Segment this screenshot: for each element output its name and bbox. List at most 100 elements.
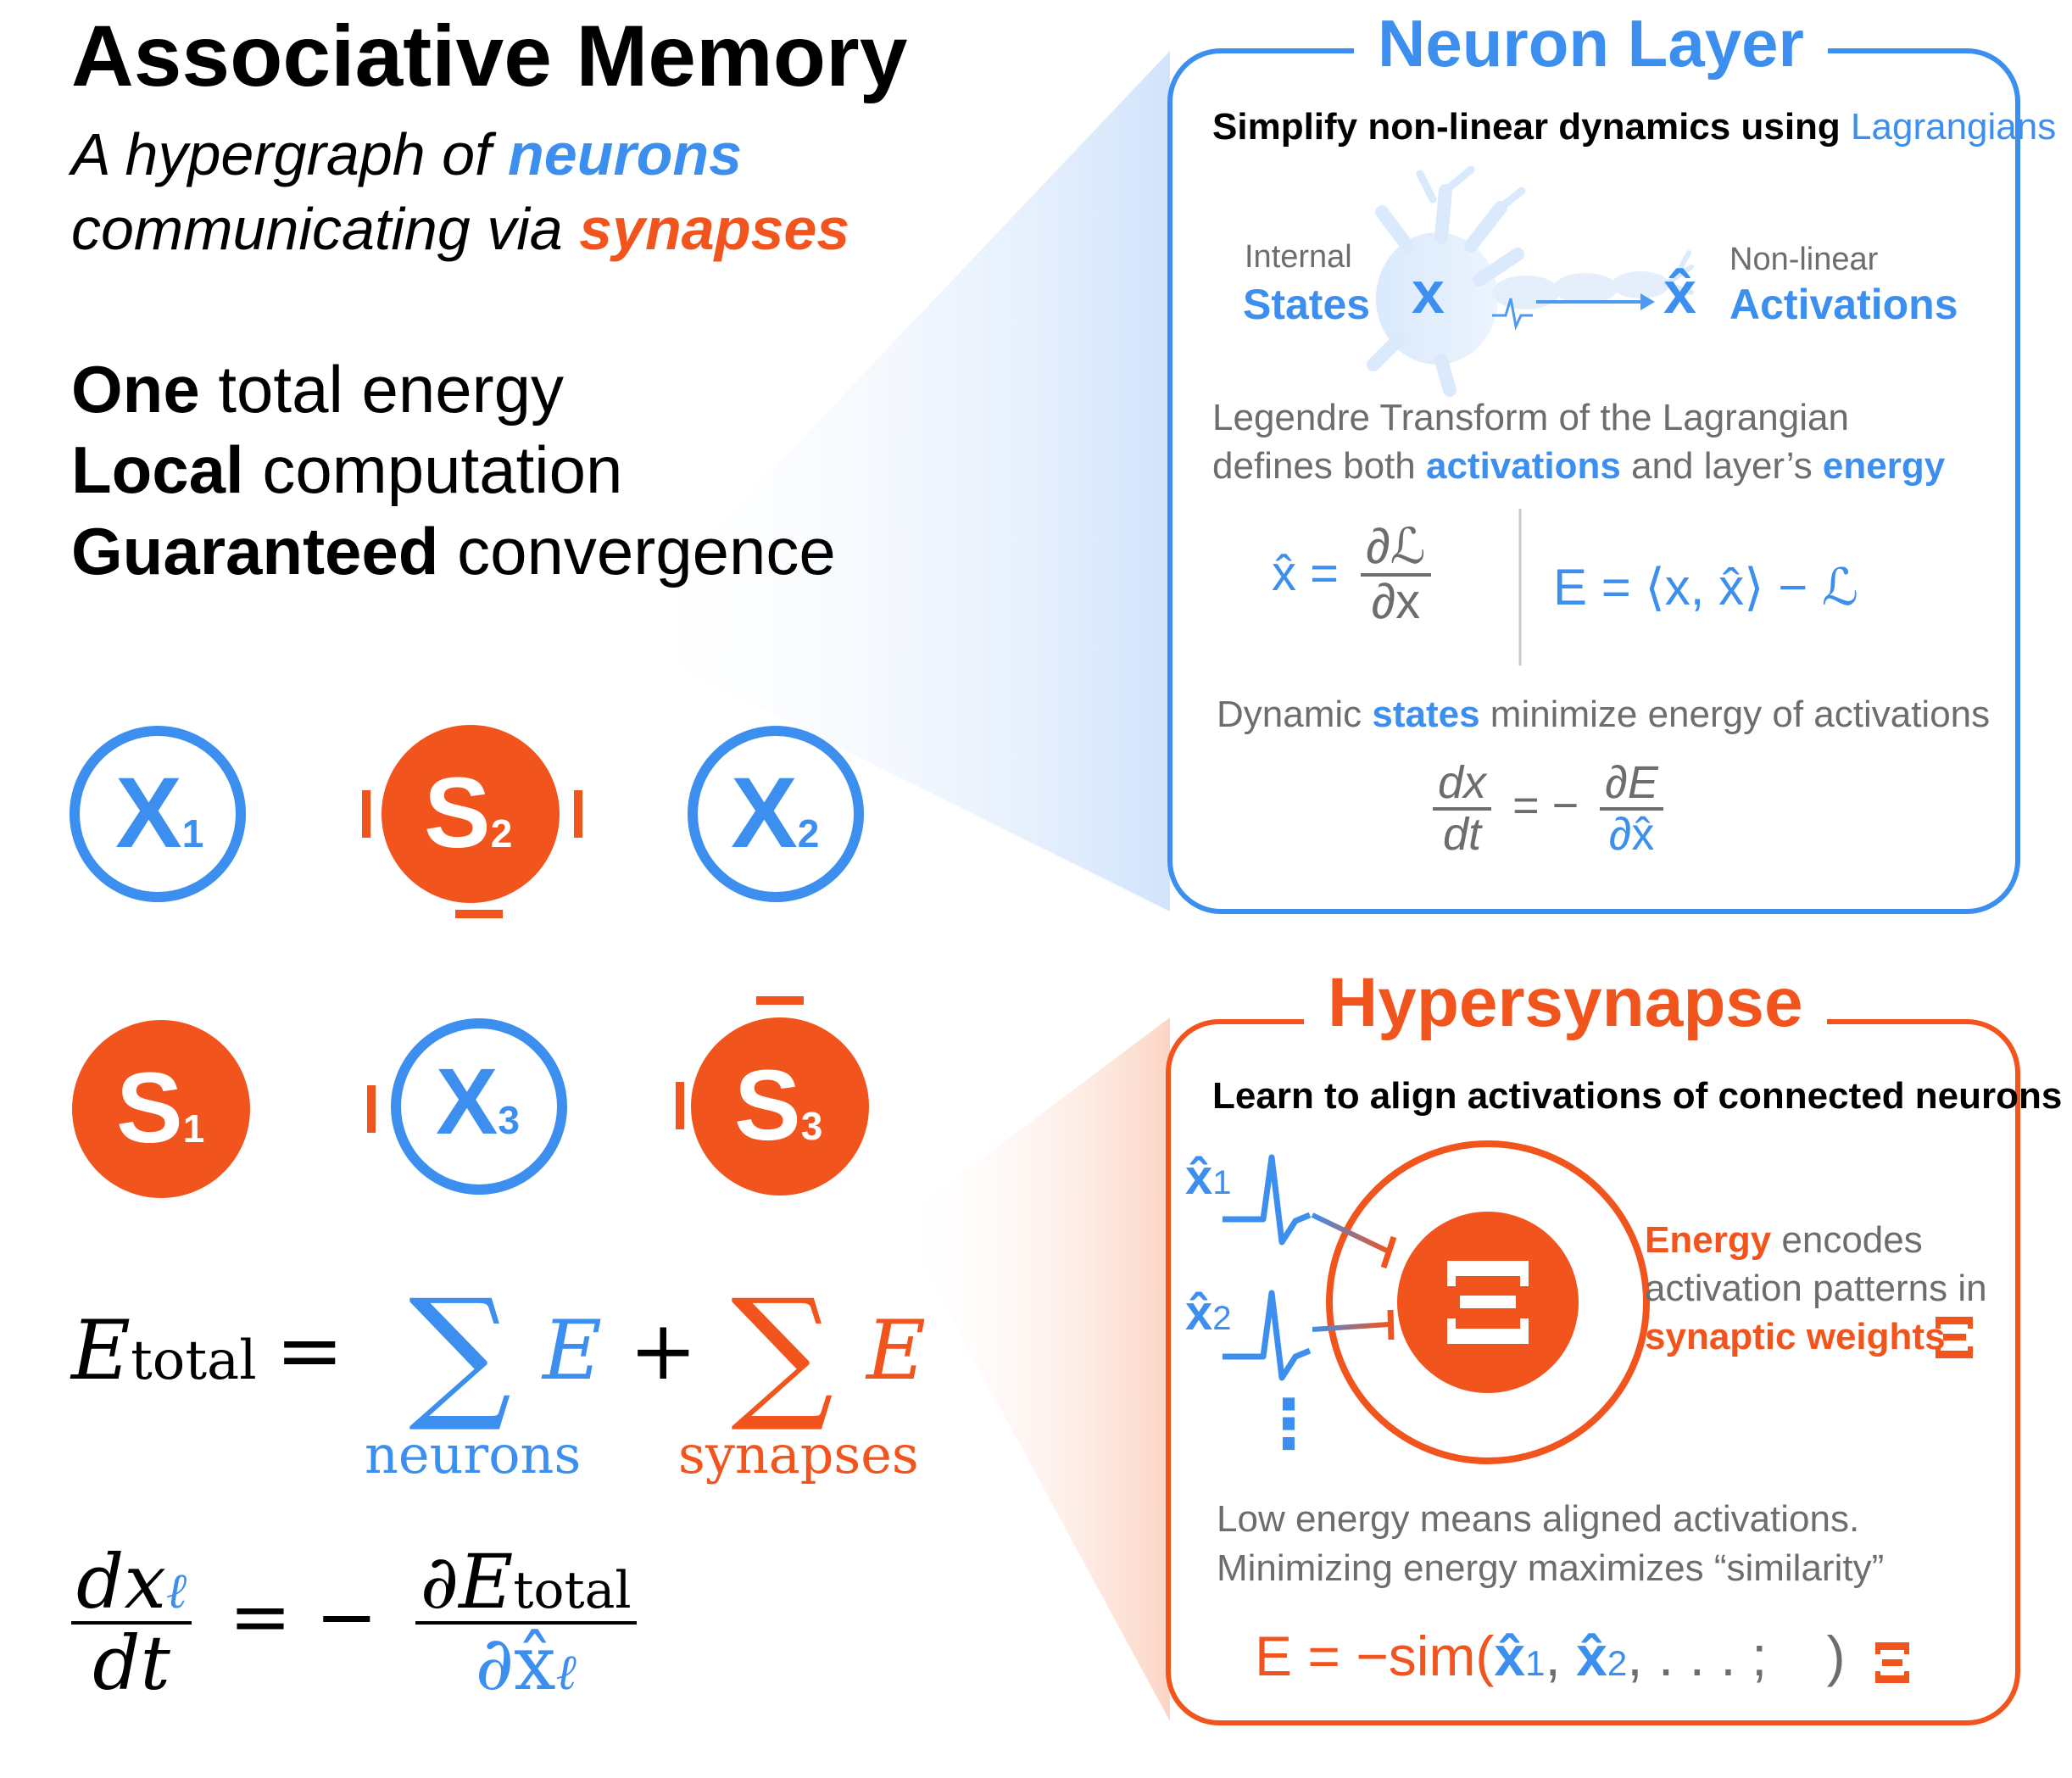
legendre-defines: defines both (1212, 445, 1426, 487)
energy-lhs-sub: total (131, 1329, 257, 1392)
sim-eq-prefix: E = −sim( (1255, 1625, 1495, 1687)
page-title: Associative Memory (71, 8, 908, 104)
node-x2-label: X2 (731, 763, 819, 863)
activation-eq-lhs: x̂ = (1272, 546, 1339, 602)
feature-guaranteed: Guaranteed convergence (71, 512, 836, 592)
state-dyn-rnum: ∂E (1605, 757, 1658, 808)
synaptic-weights: synaptic weights (1645, 1316, 1946, 1357)
spike-2 (1223, 1290, 1312, 1381)
input-x1-sub: 1 (1212, 1164, 1232, 1201)
node-x1-circle (70, 726, 246, 902)
node-s1-label: S1 (116, 1058, 204, 1158)
node-s1-circle (72, 1020, 250, 1198)
xi-small-icon (1936, 1317, 1973, 1358)
input-x1-symbol: x̂ (1185, 1150, 1213, 1205)
activations-label: Activations (1729, 281, 1958, 328)
node-x1-sub: 1 (181, 811, 204, 856)
energy-encodes-line-2: activation patterns in (1645, 1268, 1987, 1309)
state-dyn-lhs: dx dt (1433, 757, 1492, 860)
neurons-sum-sign: ∑ (409, 1268, 512, 1436)
node-s1-sub: 1 (182, 1106, 205, 1151)
dynamics-rhs-fraction: ∂Etotal ∂x̂ℓ (415, 1542, 637, 1703)
xi-icon (1447, 1261, 1529, 1344)
low-energy-line-1: Low energy means aligned activations. (1217, 1498, 1860, 1540)
legendre-line-2: defines both activations and layer’s ene… (1212, 445, 1945, 488)
state-x-symbol: x (1412, 259, 1445, 326)
legendre-line-1: Legendre Transform of the Lagrangian (1212, 397, 1849, 438)
feature-local-bold: Local (71, 432, 244, 507)
state-dyn-den: dt (1443, 808, 1482, 860)
dynamic-states: states (1372, 694, 1480, 735)
subtitle-synapses: synapses (579, 196, 850, 262)
neuron-layer-intro: Simplify non-linear dynamics using Lagra… (1212, 106, 2056, 148)
xi-eq-icon (1875, 1642, 1909, 1683)
feature-one-bold: One (71, 352, 200, 426)
node-x3-circle (391, 1018, 567, 1195)
dynamics-rhs-num: ∂E (420, 1538, 514, 1625)
neuron-intro-prefix: Simplify non-linear dynamics using (1212, 106, 1852, 148)
feature-local-rest: computation (243, 432, 623, 507)
dynamics-rhs-den: ∂x̂ (475, 1619, 556, 1708)
state-dyn-rhs: ∂E ∂x̂ (1600, 759, 1663, 858)
sim-eq-x1: x̂ (1494, 1625, 1526, 1687)
feature-one: One total energy (71, 350, 564, 430)
feature-guaranteed-rest: convergence (438, 514, 836, 588)
subtitle-prefix-2: communicating via (71, 196, 580, 262)
state-dyn-equals: = − (1512, 779, 1579, 831)
node-s3-label: S3 (734, 1056, 822, 1156)
dynamics-equals: = − (229, 1573, 378, 1661)
input-x1-label: x̂1 (1185, 1149, 1232, 1206)
dynamics-equation: dxℓ dt = − ∂Etotal ∂x̂ℓ (71, 1542, 637, 1708)
node-x3-letter: X (436, 1050, 499, 1154)
activation-eq-num: ∂ℒ (1366, 519, 1426, 574)
node-x1-label: X1 (115, 763, 209, 863)
states-label: States (1243, 281, 1371, 328)
input-x2-sub: 2 (1212, 1300, 1232, 1337)
node-s3-sub: 3 (800, 1104, 823, 1148)
subtitle-prefix-1: A hypergraph of (71, 121, 508, 187)
state-dyn-num: dx (1438, 757, 1487, 808)
dynamic-states-text: Dynamic states minimize energy of activa… (1217, 694, 1990, 736)
sim-eq-close: ) (1826, 1625, 1846, 1687)
energy-equals: = (276, 1303, 344, 1398)
neuron-layer-heading: Neuron Layer (1354, 10, 1828, 76)
dynamics-lhs-num: dx (76, 1538, 166, 1625)
node-s2-circle (382, 725, 560, 903)
subtitle-line-2: communicating via synapses (71, 193, 849, 265)
graph-edges (263, 790, 804, 1133)
energy-encodes: encodes (1771, 1219, 1923, 1261)
energy-encodes-line-3: synaptic weights (1645, 1316, 1946, 1358)
nonlinear-label: Non-linear (1729, 242, 1879, 277)
neurons-energy-term: E (543, 1303, 603, 1398)
node-x1-letter: X (115, 757, 182, 869)
activation-xhat-symbol: x̂ (1663, 259, 1696, 326)
sim-eq-x2: x̂ (1576, 1625, 1607, 1687)
more-inputs-dots: ⋮ (1255, 1386, 1323, 1462)
subtitle-neurons: neurons (507, 121, 743, 187)
energy-plus: + (629, 1303, 698, 1398)
energy-encodes-line-1: Energy encodes (1645, 1219, 1923, 1262)
node-s2-label: S2 (424, 763, 512, 863)
node-s2-sub: 2 (490, 811, 513, 856)
dynamics-lhs-den: dt (92, 1619, 170, 1708)
neuron-intro-lagrangians: Lagrangians (1851, 106, 2057, 148)
state-dyn-rden: ∂x̂ (1608, 808, 1655, 860)
neurons-sum-label: neurons (365, 1424, 582, 1485)
node-x3-label: X3 (436, 1056, 520, 1149)
dynamics-lhs-fraction: dxℓ dt (71, 1542, 192, 1708)
node-s2-letter: S (424, 757, 491, 869)
node-x2-circle (688, 726, 864, 902)
neuron-layer-projection (615, 51, 1170, 911)
input-x2-symbol: x̂ (1185, 1285, 1213, 1340)
dynamic-suffix: minimize energy of activations (1479, 694, 1991, 735)
synapses-sum-sign: ∑ (731, 1268, 834, 1436)
sim-eq-comma: , (1545, 1625, 1577, 1687)
layer-energy-equation: E = ⟨x, x̂⟩ − ℒ (1553, 559, 1859, 616)
legendre-and: and layer’s (1620, 445, 1823, 487)
synapses-sum-label: synapses (678, 1424, 919, 1485)
dynamic-prefix: Dynamic (1217, 694, 1373, 735)
low-energy-line-2: Minimizing energy maximizes “similarity” (1217, 1547, 1885, 1589)
sim-eq-x2-sub: 2 (1607, 1643, 1628, 1683)
activation-equation: x̂ = ∂ℒ ∂x (1272, 521, 1431, 628)
